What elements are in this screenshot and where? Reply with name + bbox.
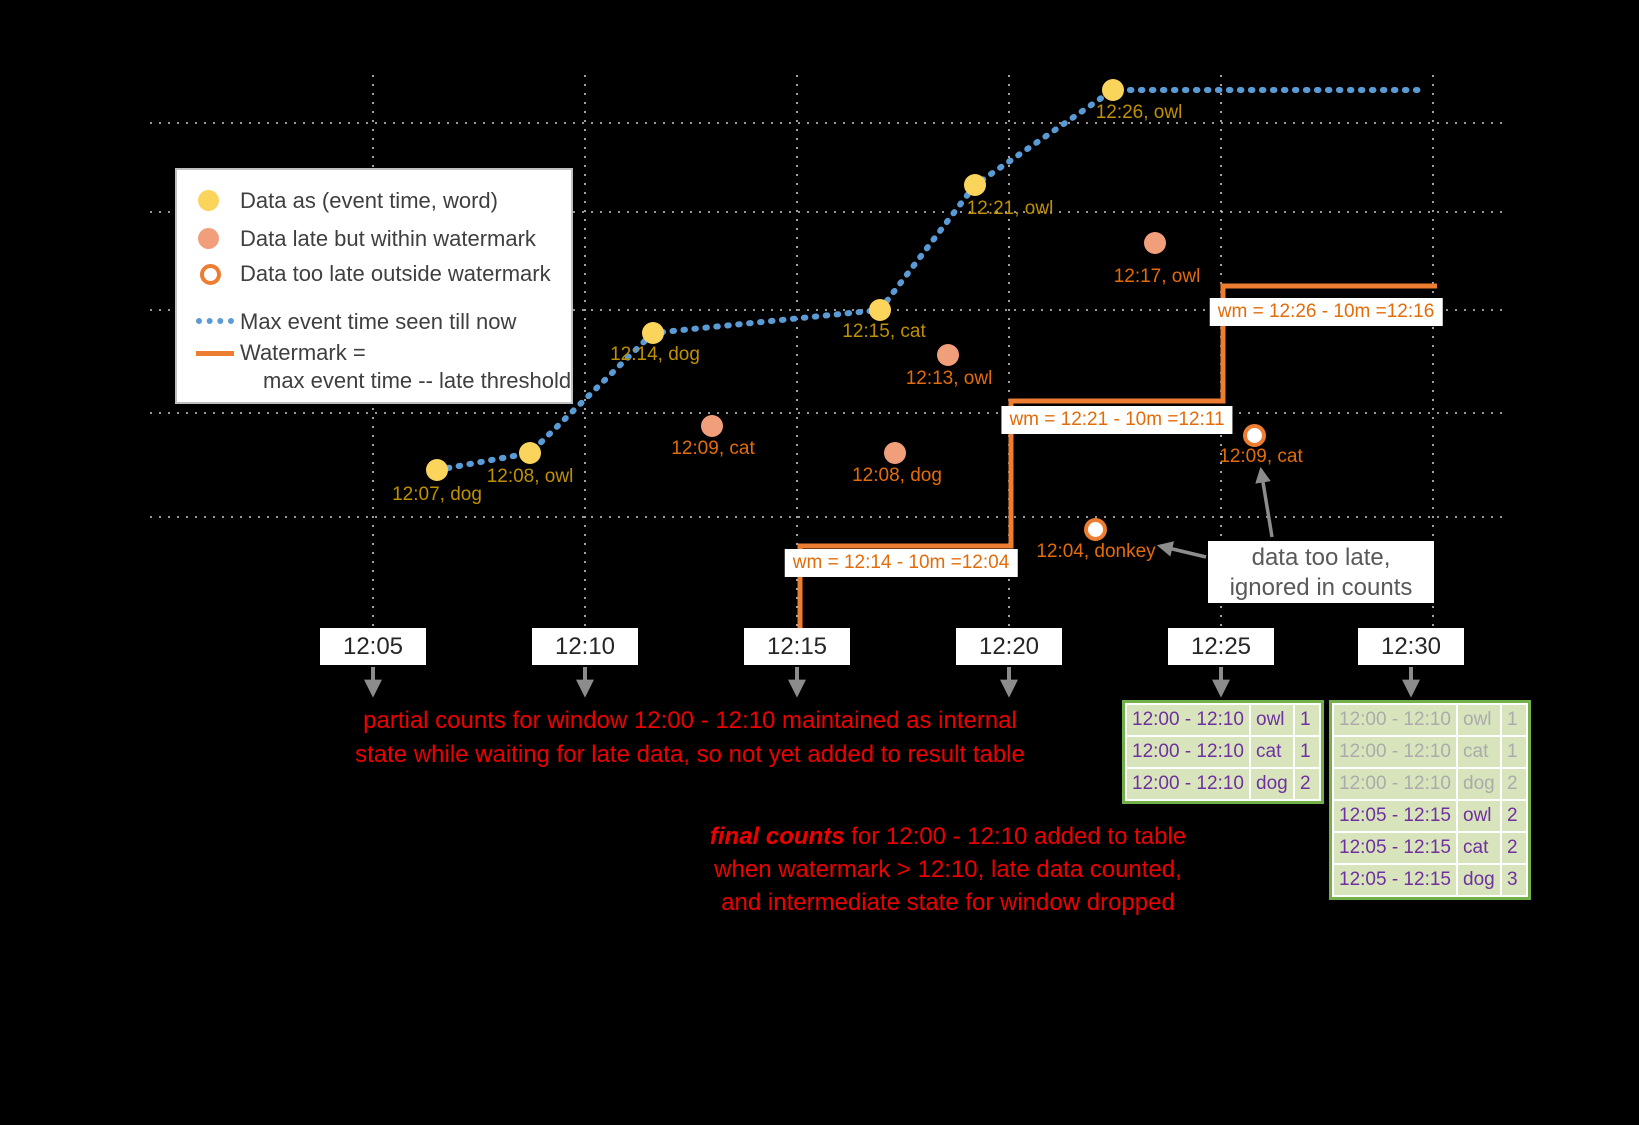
window-cell: 12:05 - 12:15: [1334, 833, 1456, 863]
word-cell: cat: [1458, 737, 1500, 767]
table-row-old: 12:00 - 12:10 dog 2: [1334, 769, 1526, 799]
data-point-toolate: [1243, 424, 1266, 447]
result-table-1230: 12:00 - 12:10 owl 1 12:00 - 12:10 cat 1 …: [1329, 700, 1531, 900]
count-cell: 1: [1295, 705, 1319, 735]
word-cell: owl: [1458, 801, 1500, 831]
too-late-note-arrows: [1156, 466, 1274, 559]
annotation-final-line1-rest: for 12:00 - 12:10 added to table: [844, 823, 1187, 850]
data-point-label: 12:15, cat: [842, 321, 926, 342]
window-cell: 12:00 - 12:10: [1334, 769, 1456, 799]
legend-item-maxeventtime: Max event time seen till now: [240, 309, 517, 334]
count-cell: 3: [1502, 865, 1526, 895]
legend-item-ontime: Data as (event time, word): [240, 188, 498, 213]
word-cell: dog: [1251, 769, 1293, 799]
data-point-label: 12:04, donkey: [1036, 541, 1156, 562]
count-cell: 2: [1502, 769, 1526, 799]
data-point-label: 12:09, cat: [671, 438, 755, 459]
table-row: 12:00 - 12:10 cat 1: [1127, 737, 1319, 767]
data-point-label: 12:13, owl: [905, 368, 993, 389]
time-tick-1220: 12:20: [956, 628, 1062, 665]
result-table-1225: 12:00 - 12:10 owl 1 12:00 - 12:10 cat 1 …: [1122, 700, 1324, 804]
legend-watermark-line-icon: [196, 351, 234, 356]
data-point-late: [1144, 232, 1166, 254]
watermark-value-label: wm = 12:26 - 10m =12:16: [1209, 298, 1443, 326]
legend-item-watermark-2: max event time -- late threshold: [263, 368, 572, 393]
word-cell: dog: [1458, 769, 1500, 799]
table-row-old: 12:00 - 12:10 owl 1: [1334, 705, 1526, 735]
data-point-ontime: [869, 299, 891, 321]
legend-toolate-ring-icon: [200, 264, 221, 285]
table-row: 12:00 - 12:10 dog 2: [1127, 769, 1319, 799]
too-late-note-line2: ignored in counts: [1229, 574, 1413, 601]
word-cell: cat: [1251, 737, 1293, 767]
legend-item-late: Data late but within watermark: [240, 226, 536, 251]
word-cell: dog: [1458, 865, 1500, 895]
table-row: 12:05 - 12:15 dog 3: [1334, 865, 1526, 895]
time-tick-1210: 12:10: [532, 628, 638, 665]
legend-late-dot-icon: [198, 228, 219, 249]
data-point-ontime: [642, 322, 664, 344]
watermark-line: [797, 283, 1437, 646]
watermark-value-label: wm = 12:21 - 10m =12:11: [1001, 406, 1233, 434]
data-point-late: [937, 344, 959, 366]
data-point-ontime: [519, 442, 541, 464]
time-tick-1230: 12:30: [1358, 628, 1464, 665]
word-cell: cat: [1458, 833, 1500, 863]
time-tick-1205: 12:05: [320, 628, 426, 665]
data-point-ontime: [1102, 79, 1124, 101]
count-cell: 1: [1502, 705, 1526, 735]
data-point-ontime: [964, 174, 986, 196]
legend: Data as (event time, word) Data late but…: [175, 168, 573, 404]
annotation-final-line2: when watermark > 12:10, late data counte…: [714, 856, 1182, 883]
data-point-label: 12:26, owl: [1095, 102, 1183, 123]
data-point-label: 12:08, owl: [486, 466, 574, 487]
table-row: 12:05 - 12:15 cat 2: [1334, 833, 1526, 863]
window-cell: 12:00 - 12:10: [1334, 737, 1456, 767]
window-cell: 12:05 - 12:15: [1334, 801, 1456, 831]
watermark-value-label: wm = 12:14 - 10m =12:04: [784, 549, 1018, 577]
count-cell: 2: [1502, 833, 1526, 863]
count-cell: 1: [1295, 737, 1319, 767]
data-point-late: [884, 442, 906, 464]
legend-item-watermark-1: Watermark =: [240, 340, 366, 365]
annotation-partial-line1: partial counts for window 12:00 - 12:10 …: [363, 707, 1017, 734]
too-late-note: data too late, ignored in counts: [1208, 541, 1434, 603]
data-point-label: 12:17, owl: [1113, 266, 1201, 287]
window-cell: 12:00 - 12:10: [1127, 737, 1249, 767]
table-row: 12:00 - 12:10 owl 1: [1127, 705, 1319, 735]
window-cell: 12:05 - 12:15: [1334, 865, 1456, 895]
legend-item-toolate: Data too late outside watermark: [240, 261, 551, 286]
table-row: 12:05 - 12:15 owl 2: [1334, 801, 1526, 831]
annotation-final-line3: and intermediate state for window droppe…: [721, 889, 1175, 916]
data-point-label: 12:08, dog: [852, 465, 942, 486]
annotation-partial-line2: state while waiting for late data, so no…: [355, 741, 1025, 768]
count-cell: 1: [1502, 737, 1526, 767]
too-late-note-line1: data too late,: [1251, 544, 1391, 571]
trigger-arrows: [364, 667, 1420, 698]
table-row-old: 12:00 - 12:10 cat 1: [1334, 737, 1526, 767]
time-tick-1225: 12:25: [1168, 628, 1274, 665]
window-cell: 12:00 - 12:10: [1127, 705, 1249, 735]
window-cell: 12:00 - 12:10: [1127, 769, 1249, 799]
word-cell: owl: [1251, 705, 1293, 735]
data-point-label: 12:09, cat: [1219, 446, 1303, 467]
legend-maxeventtime-line-icon: [196, 318, 234, 324]
time-tick-1215: 12:15: [744, 628, 850, 665]
annotation-final-counts: final counts for 12:00 - 12:10 added to …: [710, 820, 1186, 919]
legend-ontime-dot-icon: [198, 190, 219, 211]
data-point-late: [701, 415, 723, 437]
data-point-label: 12:14, dog: [610, 344, 700, 365]
count-cell: 2: [1502, 801, 1526, 831]
data-point-label: 12:21, owl: [966, 198, 1054, 219]
count-cell: 2: [1295, 769, 1319, 799]
data-point-label: 12:07, dog: [392, 484, 482, 505]
data-point-ontime: [426, 459, 448, 481]
annotation-final-line1: final counts for 12:00 - 12:10 added to …: [710, 820, 1186, 853]
annotation-final-emphasis: final counts: [709, 823, 845, 850]
data-point-toolate: [1084, 518, 1107, 541]
window-cell: 12:00 - 12:10: [1334, 705, 1456, 735]
word-cell: owl: [1458, 705, 1500, 735]
annotation-partial-counts: partial counts for window 12:00 - 12:10 …: [355, 704, 1025, 772]
